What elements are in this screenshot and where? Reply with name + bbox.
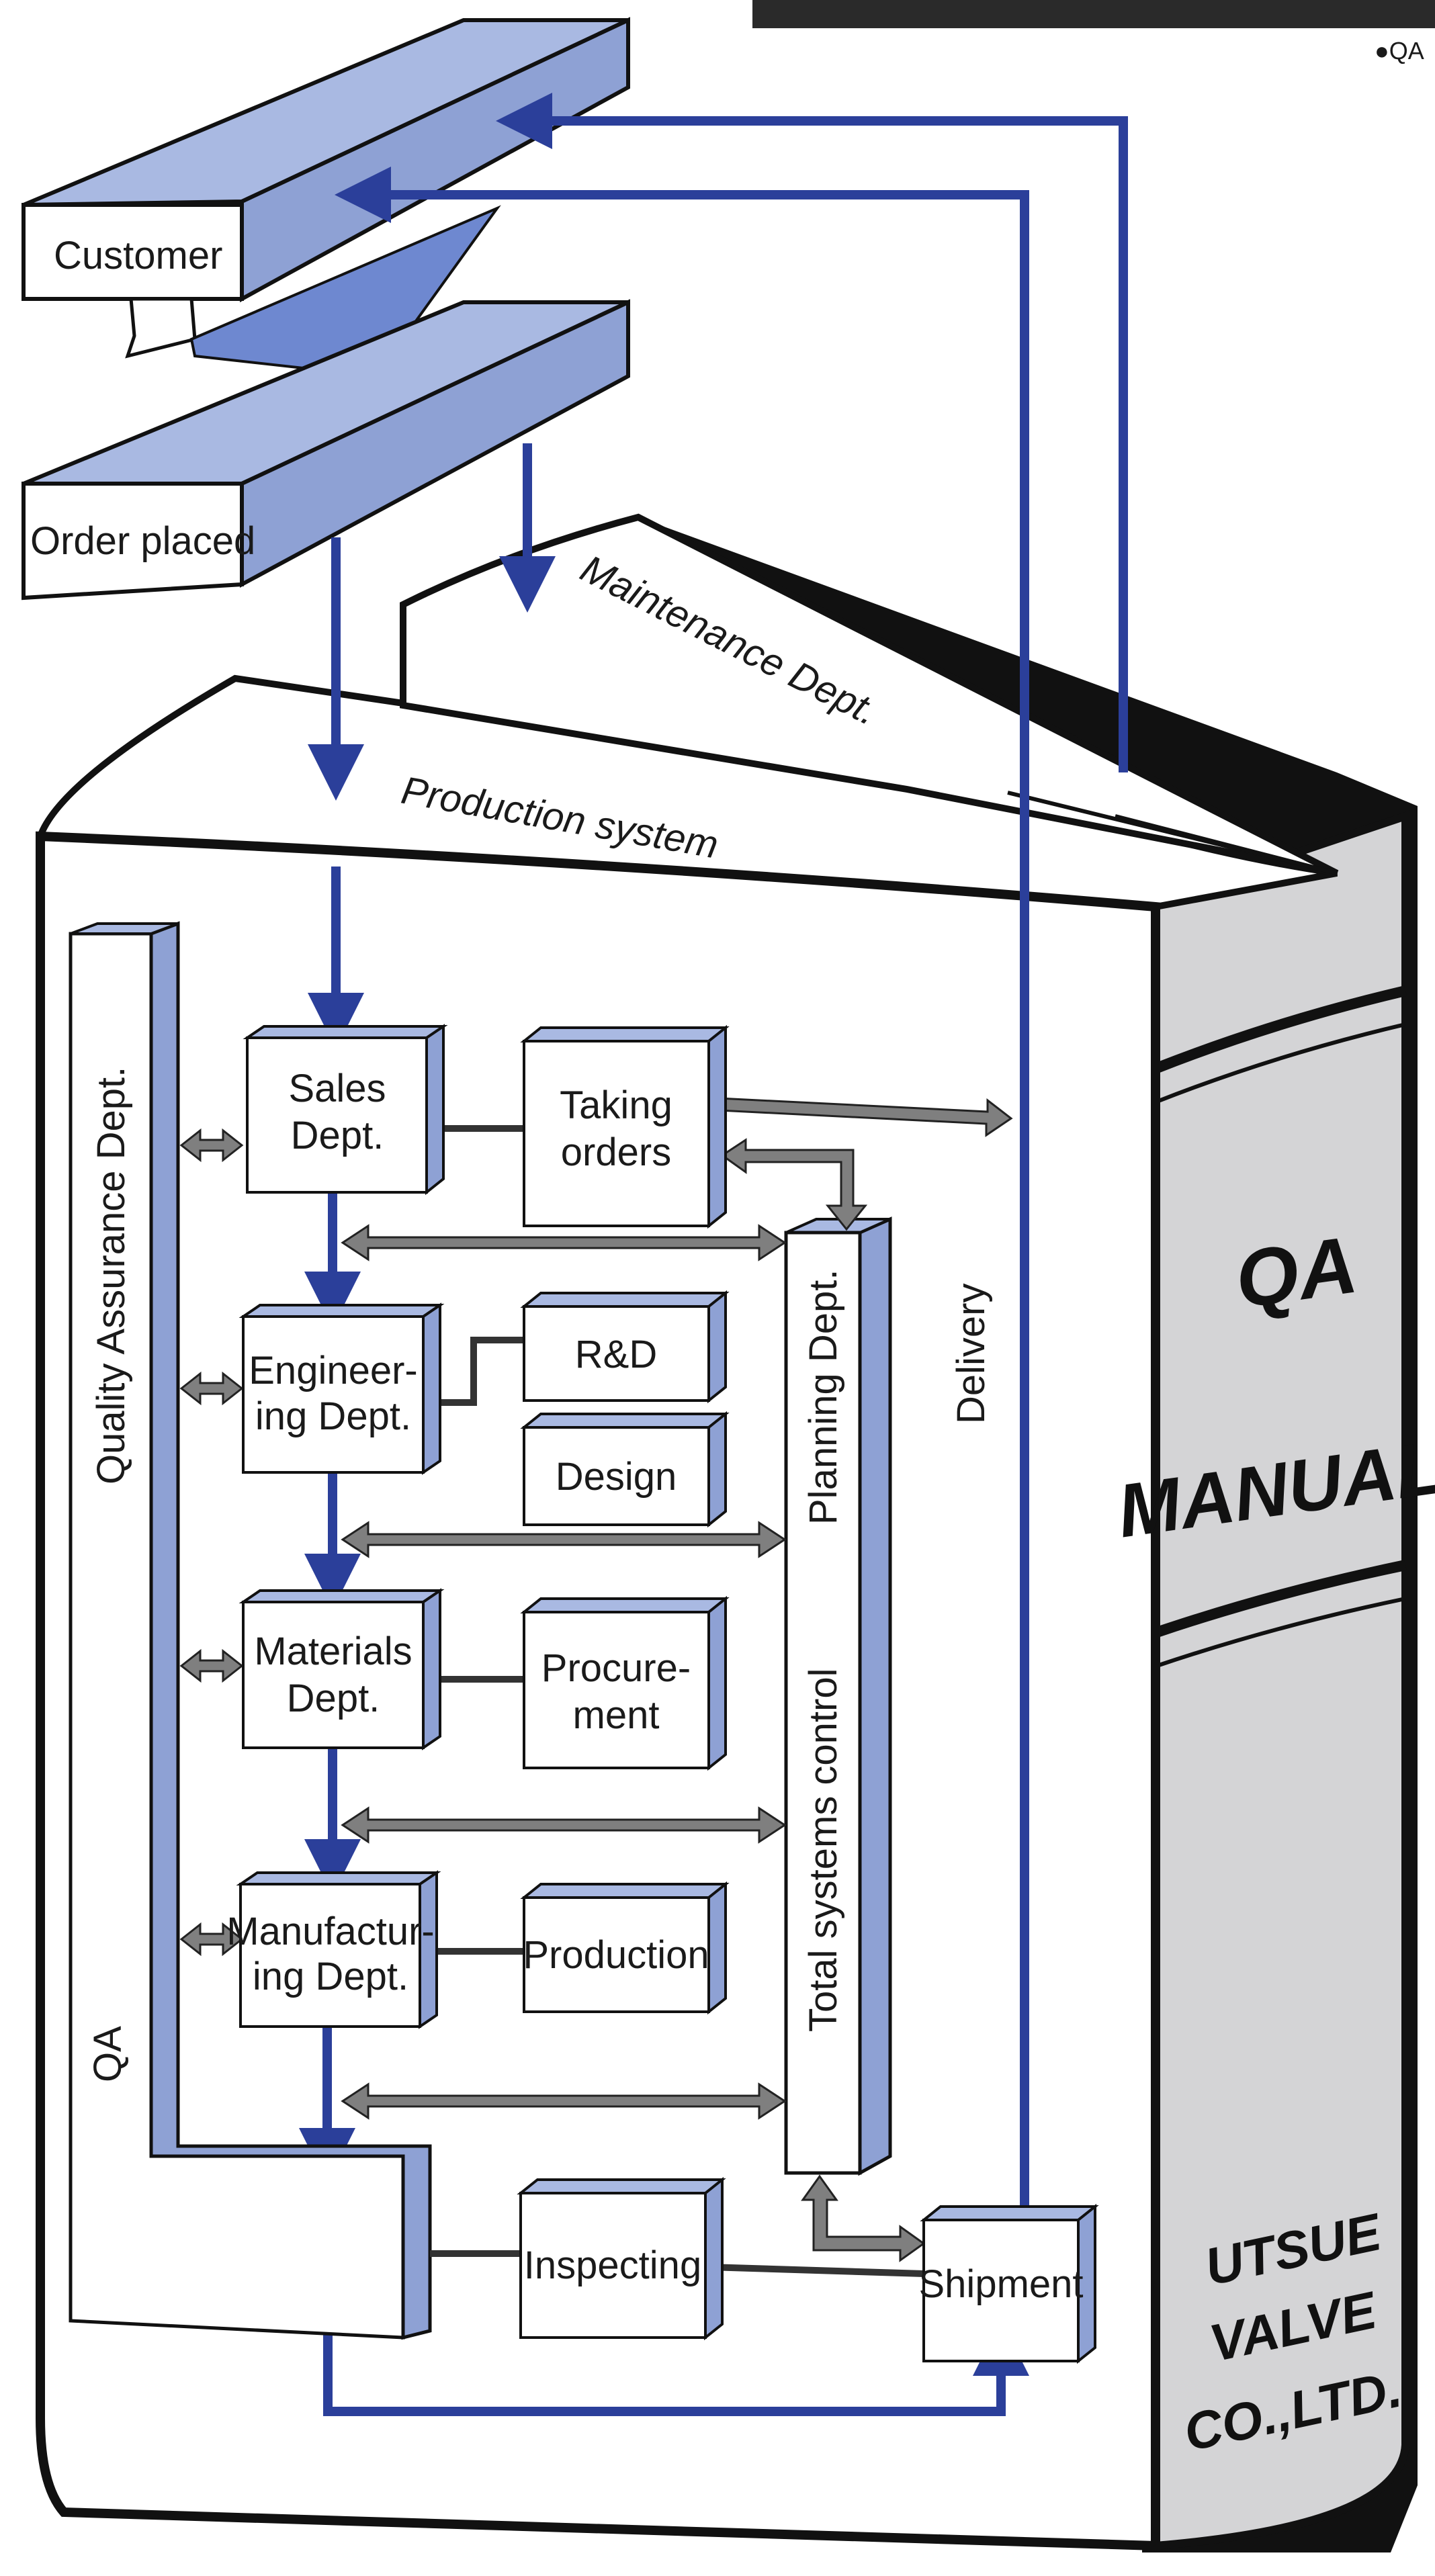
production-label: Production — [523, 1933, 709, 1977]
taking-orders-line-2: orders — [561, 1130, 671, 1174]
design-label: Design — [556, 1455, 677, 1499]
photo-strip — [752, 0, 1435, 28]
arrow-orders-delivery — [718, 1097, 1013, 1137]
maintenance-sheet — [400, 513, 1339, 877]
mfg-line-1: Manufactur- — [226, 1910, 434, 1953]
qa-dept-label: Quality Assurance Dept. — [89, 1067, 133, 1484]
book-spine — [1151, 810, 1409, 2550]
qa-tag: ●QA — [1375, 37, 1424, 64]
total-control-label: Total systems control — [801, 1668, 845, 2032]
procurement-box: Procure- ment — [520, 1595, 730, 1771]
line-bottom-loop — [323, 2319, 1029, 2416]
arrow-row3-planning — [341, 1806, 787, 1844]
arrow-row1-planning — [341, 1224, 787, 1261]
qa-bar-top — [70, 922, 179, 935]
order-placed-label: Order placed — [30, 519, 255, 563]
blue-flow-lines — [299, 93, 1128, 2416]
arrow-row2-planning — [341, 1521, 787, 1558]
arrow-qa-sales — [179, 1128, 244, 1163]
line-delivery-to-customer — [496, 93, 1128, 772]
connectors — [430, 1125, 924, 2277]
sales-line-2: Dept. — [291, 1114, 384, 1157]
design-box: Design — [520, 1411, 730, 1528]
line-shipment-to-customer — [335, 167, 1029, 2230]
spine-band-bottom — [1155, 1560, 1407, 1638]
planning-bar — [784, 1231, 862, 2175]
eng-line-2: ing Dept. — [255, 1394, 411, 1438]
inspecting-label: Inspecting — [524, 2244, 701, 2287]
inspecting-box: Inspecting — [517, 2176, 726, 2341]
conn-eng-rd-design — [430, 1337, 524, 1406]
shipment-box: Shipment — [918, 2203, 1099, 2364]
customer-label: Customer — [54, 234, 222, 277]
mat-line-1: Materials — [254, 1630, 412, 1673]
mfg-line-2: ing Dept. — [253, 1955, 408, 1998]
rd-box: R&D — [520, 1290, 730, 1404]
production-box: Production — [520, 1881, 730, 2015]
rd-label: R&D — [575, 1333, 657, 1376]
taking-orders-box: Taking orders — [520, 1024, 730, 1229]
qa-label: QA — [86, 2026, 130, 2082]
planning-dept-label: Planning Dept. — [801, 1270, 845, 1525]
sales-line-1: Sales — [288, 1067, 386, 1110]
arrow-orders-planning — [720, 1138, 868, 1231]
procurement-line-2: ment — [573, 1693, 660, 1737]
eng-line-1: Engineer- — [249, 1349, 417, 1392]
planning-bar-side — [858, 1216, 892, 2176]
grey-arrows — [179, 1097, 1013, 2262]
arrow-row4-planning — [341, 2082, 787, 2120]
order-box — [21, 482, 244, 601]
spine-band-top-2 — [1156, 1022, 1406, 1104]
spine-qa: QA — [1230, 1220, 1362, 1326]
spine-band-top — [1155, 985, 1407, 1073]
spine-band-bottom-2 — [1156, 1597, 1406, 1668]
taking-orders-line-1: Taking — [560, 1083, 672, 1127]
materials-dept-box: Materials Dept. — [238, 1588, 445, 1750]
mat-line-2: Dept. — [287, 1677, 380, 1720]
shipment-label: Shipment — [918, 2262, 1083, 2306]
page-line-2 — [1115, 814, 1338, 875]
delivery-label: Delivery — [949, 1284, 993, 1425]
order-slip — [125, 297, 197, 359]
conn-inspecting-shipment — [708, 2264, 924, 2277]
spine-company: UTSUE VALVE CO.,LTD. — [1179, 2202, 1407, 2462]
sales-dept-box: Sales Dept. — [243, 1024, 448, 1196]
engineering-dept-box: Engineer- ing Dept. — [238, 1302, 445, 1475]
manufacturing-dept-box: Manufactur- ing Dept. — [226, 1870, 441, 2029]
procurement-line-1: Procure- — [541, 1646, 691, 1690]
